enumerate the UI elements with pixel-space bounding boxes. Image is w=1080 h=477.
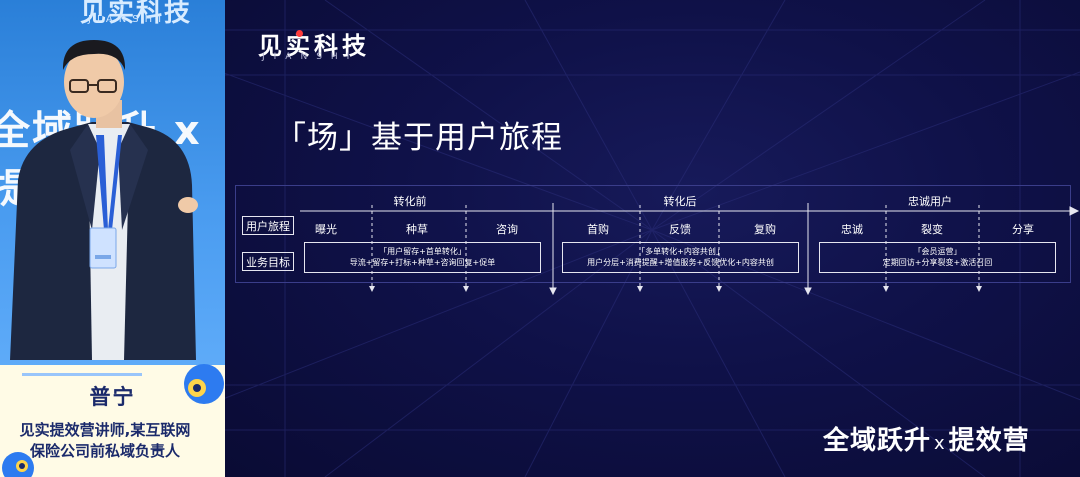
goal-title: 「用户留存+首单转化」 (305, 246, 540, 257)
footer-slogan-left: 全域跃升 (823, 426, 931, 456)
stage-exposure: 曝光 (306, 221, 346, 237)
footer-slogan-x: x (934, 433, 946, 454)
goal-items: 用户分层+消费提醒+增值服务+反馈优化+内容共创 (563, 257, 798, 268)
phase-loyal-user: 忠诚用户 (895, 193, 965, 209)
goal-box-before-conversion: 「用户留存+首单转化」 导流+留存+打标+种草+咨询回复+促单 (304, 242, 541, 273)
stage-consult: 咨询 (487, 221, 527, 237)
stage-feedback: 反馈 (660, 221, 700, 237)
goal-items: 定期回访+分享裂变+激活召回 (820, 257, 1055, 268)
goal-box-loyal-user: 「会员运营」 定期回访+分享裂变+激活召回 (819, 242, 1056, 273)
row-label-business-goal: 业务目标 (242, 252, 294, 271)
goal-title: 「多单转化+内容共创」 (563, 246, 798, 257)
stage-fission: 裂变 (912, 221, 952, 237)
phase-after-conversion: 转化后 (650, 193, 710, 209)
stage-repurchase: 复购 (745, 221, 785, 237)
goal-items: 导流+留存+打标+种草+咨询回复+促单 (305, 257, 540, 268)
stage-seeding: 种草 (397, 221, 437, 237)
goal-box-after-conversion: 「多单转化+内容共创」 用户分层+消费提醒+增值服务+反馈优化+内容共创 (562, 242, 799, 273)
row-label-user-journey: 用户旅程 (242, 216, 294, 235)
footer-slogan-right: 提效营 (949, 426, 1030, 456)
goal-title: 「会员运营」 (820, 246, 1055, 257)
stage-share: 分享 (1003, 221, 1043, 237)
stage-first-purchase: 首购 (578, 221, 618, 237)
phase-before-conversion: 转化前 (380, 193, 440, 209)
stage-loyalty: 忠诚 (832, 221, 872, 237)
